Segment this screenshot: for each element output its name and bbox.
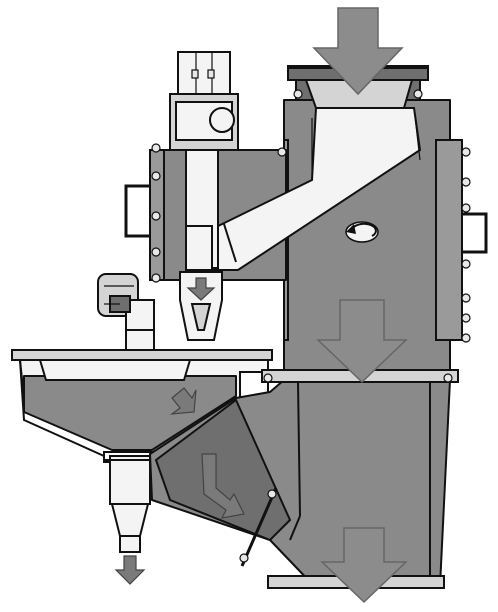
inlet-arrow-icon: [312, 7, 404, 96]
downflow-arrow-icon: [316, 299, 408, 384]
spout-arrow-icon: [114, 555, 146, 585]
drive-shaft-assembly: [169, 51, 239, 341]
flow-arrows: [114, 7, 408, 604]
collection-hopper: [11, 349, 273, 553]
inclined-duct: [209, 107, 422, 271]
gearbox-icon: [209, 107, 235, 133]
outlet-arrow-icon: [320, 527, 408, 604]
rotation-arrow-icon: [345, 221, 379, 243]
